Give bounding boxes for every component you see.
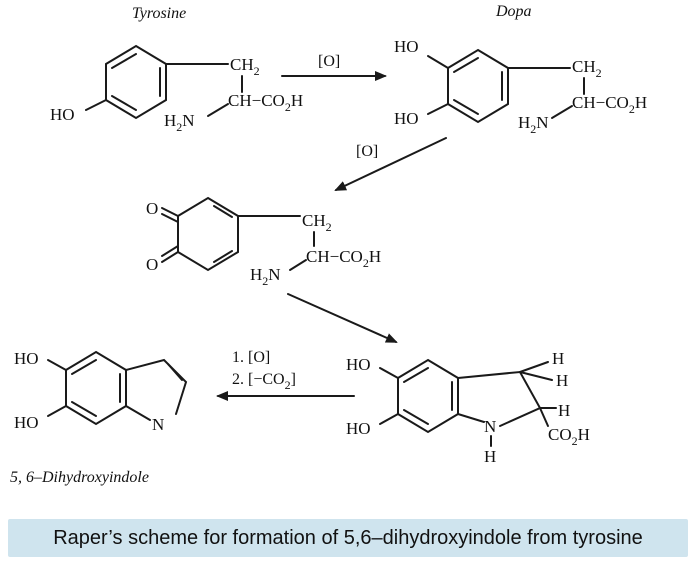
indole-pyrrole-bonds [125, 358, 188, 421]
quinone-co-bottom [161, 251, 179, 263]
leuco-h2-label: H [556, 371, 568, 390]
quinone-ch2-label: CH2 [302, 211, 332, 234]
dopa-name: Dopa [495, 3, 532, 20]
leuco-co2h-label: CO2H [548, 425, 590, 448]
tyrosine-structure: Tyrosine HO CH2 CH−CO2H H2N [50, 5, 303, 134]
dopa-ch2-label: CH2 [572, 57, 602, 80]
dopa-ch-label: CH−CO2H [572, 93, 647, 116]
leuco-h1-bond [519, 361, 549, 373]
tyrosine-ho-label: HO [50, 105, 75, 124]
leuco-oh-bottom-bond [379, 413, 399, 425]
indole-benzene-ring [65, 350, 127, 426]
leuco-nh-label: H [484, 447, 496, 466]
indole-oh-top-bond [47, 359, 67, 371]
quinone-ring [177, 196, 239, 272]
tyrosine-ch-label: CH−CO2H [228, 91, 303, 114]
leuco-n-label: N [484, 417, 496, 436]
dopa-ho-top-label: HO [394, 37, 419, 56]
dihydroxyindole-structure: HO HO N 5, 6–Dihydroxyindole [10, 349, 188, 486]
arrow-leuco-to-indole: 1. [O] 2. [−CO2] [216, 349, 355, 401]
leuco-h2-bond [519, 371, 553, 381]
quinone-o-top-label: O [146, 199, 158, 218]
tyrosine-ring-double-bonds [111, 53, 161, 111]
leucodopachrome-structure: HO HO N H H H H CO2H [346, 349, 590, 466]
arrow-dopa-to-quinone: [O] [334, 137, 447, 191]
tyrosine-h2n-label: H2N [164, 111, 195, 134]
reaction-scheme: Tyrosine HO CH2 CH−CO2H H2N [O] Dopa HO … [10, 3, 647, 486]
quinone-co-top-double [161, 213, 179, 223]
arrow-tyrosine-to-dopa: [O] [281, 53, 387, 81]
quinone-h2n-label: H2N [250, 265, 281, 288]
figure-caption: Raper’s scheme for formation of 5,6–dihy… [53, 526, 643, 549]
quinone-co-top [161, 207, 179, 217]
quinone-co-bottom-double [161, 245, 179, 257]
quinone-ch-label: CH−CO2H [306, 247, 381, 270]
leuco-pyrrolidine-bonds [457, 370, 542, 427]
dopa-h2n-label: H2N [518, 113, 549, 136]
arrow-1-reagent: [O] [318, 53, 340, 70]
indole-n-label: N [152, 415, 164, 434]
tyrosine-ch2-label: CH2 [230, 55, 260, 78]
arrow-3-step-1: 1. [O] [232, 349, 270, 366]
indole-oh-bottom-bond [47, 405, 67, 417]
quinone-ring-double-bonds [213, 205, 233, 263]
dopa-oh-top-bond [427, 55, 449, 69]
tyrosine-amine-bond [207, 103, 229, 117]
tyrosine-name: Tyrosine [132, 5, 186, 22]
indole-ho-top-label: HO [14, 349, 39, 368]
arrow-3-step-2: 2. [−CO2] [232, 371, 296, 392]
indole-name: 5, 6–Dihydroxyindole [10, 469, 149, 486]
quinone-o-bottom-label: O [146, 255, 158, 274]
leuco-ho-top-label: HO [346, 355, 371, 374]
dopa-amine-bond [551, 105, 573, 119]
tyrosine-ring [105, 44, 167, 120]
indole-ho-bottom-label: HO [14, 413, 39, 432]
leuco-ho-bottom-label: HO [346, 419, 371, 438]
dopa-structure: Dopa HO HO CH2 CH−CO2H H2N [394, 3, 647, 136]
arrow-quinone-to-leuco [287, 293, 398, 343]
leuco-oh-top-bond [379, 367, 399, 379]
leuco-h1-label: H [552, 349, 564, 368]
quinone-amine-bond [289, 259, 307, 271]
leuco-h3-label: H [558, 401, 570, 420]
leuco-ring [397, 358, 459, 434]
dopa-oh-bottom-bond [427, 103, 449, 115]
leuco-cooh-bond [539, 407, 549, 427]
dopaquinone-structure: O O CH2 CH−CO2H H2N [146, 196, 381, 288]
dopa-ring-double-bonds [453, 57, 503, 115]
leuco-ring-double-bonds [403, 367, 453, 425]
tyrosine-oh-bond [85, 99, 107, 111]
arrow-2-reagent: [O] [356, 143, 378, 160]
indole-pyrrole-double-bond [167, 363, 183, 381]
caption-bar: Raper’s scheme for formation of 5,6–dihy… [8, 519, 688, 557]
dopa-ring [447, 48, 509, 124]
indole-benzene-double-bonds [71, 359, 121, 417]
dopa-ho-bottom-label: HO [394, 109, 419, 128]
